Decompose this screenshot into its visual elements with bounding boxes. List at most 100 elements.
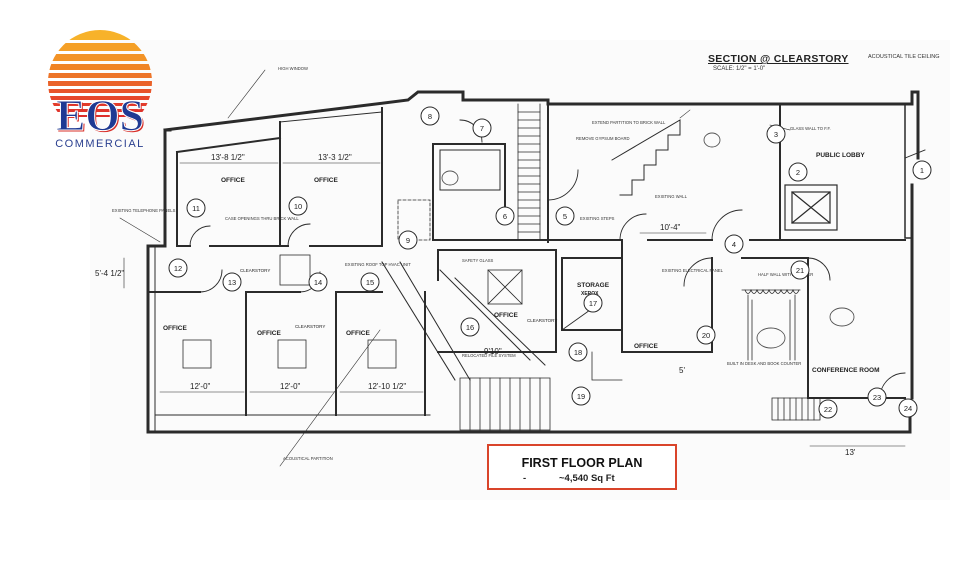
room-tag-circle xyxy=(168,258,188,278)
room-tag-22: 22 xyxy=(818,399,838,419)
room-tag-number: 10 xyxy=(294,202,302,211)
floor-plan-title: FIRST FLOOR PLAN xyxy=(521,456,643,470)
area-dash: - xyxy=(523,473,527,484)
room-tag-18: 18 xyxy=(568,342,588,362)
room-tag-14: 14 xyxy=(308,272,328,292)
room-label-office-3: OFFICE xyxy=(163,325,187,332)
logo-letters-shadow: EOS xyxy=(57,93,145,139)
room-label-public-lobby: PUBLIC LOBBY xyxy=(816,152,865,159)
room-label-clearstory-2: CLEARSTORY xyxy=(295,324,325,329)
room-tag-circle xyxy=(460,317,480,337)
room-tag-10: 10 xyxy=(288,196,308,216)
outer-walls xyxy=(146,90,920,434)
room-label-conference-room: CONFERENCE ROOM xyxy=(812,367,880,374)
room-labels: OFFICE OFFICE OFFICE OFFICE OFFICE OFFIC… xyxy=(163,152,880,374)
room-label-office-2: OFFICE xyxy=(314,177,338,184)
room-tag-number: 4 xyxy=(732,240,736,249)
plan-notes: HIGH WINDOW EXISTING TELEPHONE PANELS CA… xyxy=(112,66,831,461)
floor-plan-title-block: FIRST FLOOR PLAN - ~4,540 Sq Ft xyxy=(487,444,677,490)
note-text: ACOUSTICAL PARTITION xyxy=(283,456,333,461)
stairs xyxy=(459,103,821,431)
room-tag-1: 1 xyxy=(912,160,932,180)
room-tag-number: 13 xyxy=(228,278,236,287)
room-tag-circle xyxy=(398,230,418,250)
floor-area: ~4,540 Sq Ft xyxy=(559,473,615,484)
room-tag-number: 18 xyxy=(574,348,582,357)
room-tag-number: 23 xyxy=(873,393,881,402)
room-tag-6: 6 xyxy=(495,206,515,226)
leader-lines xyxy=(119,69,791,467)
room-tag-number: 15 xyxy=(366,278,374,287)
room-tag-3: 3 xyxy=(766,124,786,144)
section-title: SECTION @ CLEARSTORY xyxy=(708,53,849,65)
room-label-storage: STORAGE xyxy=(577,282,610,289)
elevator xyxy=(784,184,838,231)
clearstory-marks xyxy=(182,199,523,369)
room-tag-19: 19 xyxy=(571,386,591,406)
note-text: REMOVE GYPSUM BOARD xyxy=(576,136,630,141)
note-text: EXISTING TELEPHONE PANELS xyxy=(112,208,176,213)
room-tag-circle xyxy=(555,206,575,226)
note-text: SAFETY GLASS xyxy=(462,258,494,263)
room-label-office-1: OFFICE xyxy=(221,177,245,184)
room-tag-20: 20 xyxy=(696,325,716,345)
room-label-office-4: OFFICE xyxy=(257,330,281,337)
room-tag-circle xyxy=(472,118,492,138)
room-tag-circle xyxy=(360,272,380,292)
planter xyxy=(741,288,801,361)
room-tag-number: 17 xyxy=(589,299,597,308)
room-tag-circle xyxy=(724,234,744,254)
room-tag-7: 7 xyxy=(472,118,492,138)
note-text: EXISTING WALL xyxy=(655,194,688,199)
sun-logo-graphic: EOS EOS xyxy=(48,30,152,142)
dimension-label: 12'-10 1/2" xyxy=(368,382,406,391)
room-tag-circle xyxy=(222,272,242,292)
room-tag-number: 12 xyxy=(174,264,182,273)
room-tag-circle xyxy=(898,398,918,418)
room-label-office-5: OFFICE xyxy=(346,330,370,337)
room-tag-5: 5 xyxy=(555,206,575,226)
room-tag-8: 8 xyxy=(420,106,440,126)
room-tag-number: 9 xyxy=(406,236,410,245)
dimension-lines xyxy=(123,162,906,447)
dimension-label: 13'-3 1/2" xyxy=(318,153,352,162)
note-text: HALF WALL WITH PLANTER xyxy=(758,272,813,277)
room-tag-4: 4 xyxy=(724,234,744,254)
room-tag-number: 20 xyxy=(702,331,710,340)
room-tag-number: 7 xyxy=(480,124,484,133)
room-tag-circle xyxy=(288,196,308,216)
room-tag-16: 16 xyxy=(460,317,480,337)
room-tag-circle xyxy=(818,399,838,419)
logo-subtitle: COMMERCIAL xyxy=(55,138,145,150)
room-tag-12: 12 xyxy=(168,258,188,278)
room-tag-circle xyxy=(308,272,328,292)
room-tag-circle xyxy=(186,198,206,218)
room-tag-number: 11 xyxy=(192,204,200,213)
room-tag-number: 3 xyxy=(774,130,778,139)
dimension-label: 10'-4" xyxy=(660,223,681,232)
note-text: EXTEND PARTITION TO BRICK WALL xyxy=(592,120,666,125)
diagonal-partitions xyxy=(381,261,546,381)
dimension-label: 13'-8 1/2" xyxy=(211,153,245,162)
section-scale: SCALE: 1/2" = 1'-0" xyxy=(713,66,766,72)
room-tag-23: 23 xyxy=(867,387,887,407)
note-text: BUILT IN DESK AND BOOK COUNTER xyxy=(727,361,801,366)
note-text: HIGH WINDOW xyxy=(278,66,308,71)
logo-letters: EOS xyxy=(56,91,144,138)
room-tag-2: 2 xyxy=(788,162,808,182)
dimension-label: 5' xyxy=(679,366,685,375)
note-text: EXISTING STEPS xyxy=(580,216,615,221)
room-tag-circle xyxy=(867,387,887,407)
dimension-label: 5'-4 1/2" xyxy=(95,269,124,278)
room-tag-13: 13 xyxy=(222,272,242,292)
note-text: RELOCATED FILE SYSTEM xyxy=(462,353,516,358)
handwritten-marks xyxy=(441,132,855,349)
room-label-office-7: OFFICE xyxy=(634,343,658,350)
room-tag-21: 21 xyxy=(790,260,810,280)
dimension-label: 13' xyxy=(845,448,856,457)
room-tag-circle xyxy=(790,260,810,280)
dimension-label: 12'-0" xyxy=(190,382,211,391)
